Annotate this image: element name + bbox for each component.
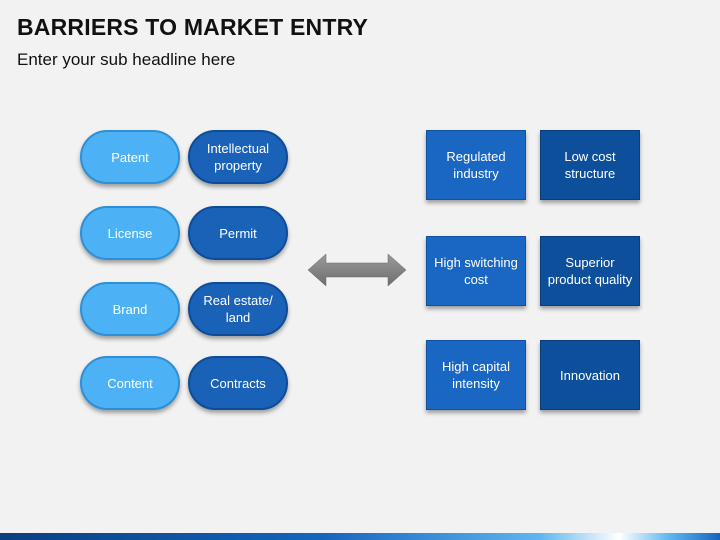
- double-headed-arrow-icon: [307, 253, 407, 287]
- pill-patent: Patent: [80, 130, 180, 184]
- box-high-switching-cost: High switching cost: [426, 236, 526, 306]
- slide-subtitle: Enter your sub headline here: [17, 50, 236, 69]
- pill-intellectual-property: Intellectual property: [188, 130, 288, 184]
- box-innovation: Innovation: [540, 340, 640, 410]
- pill-license: License: [80, 206, 180, 260]
- pill-brand: Brand: [80, 282, 180, 336]
- box-high-capital-intensity: High capital intensity: [426, 340, 526, 410]
- footer-gradient-bar: [0, 533, 720, 540]
- pill-permit: Permit: [188, 206, 288, 260]
- box-superior-product-quality: Superior product quality: [540, 236, 640, 306]
- box-low-cost-structure: Low cost structure: [540, 130, 640, 200]
- box-regulated-industry: Regulated industry: [426, 130, 526, 200]
- pill-contracts: Contracts: [188, 356, 288, 410]
- pill-content: Content: [80, 356, 180, 410]
- slide-title: BARRIERS TO MARKET ENTRY: [17, 14, 369, 40]
- pill-real-estate-land: Real estate/ land: [188, 282, 288, 336]
